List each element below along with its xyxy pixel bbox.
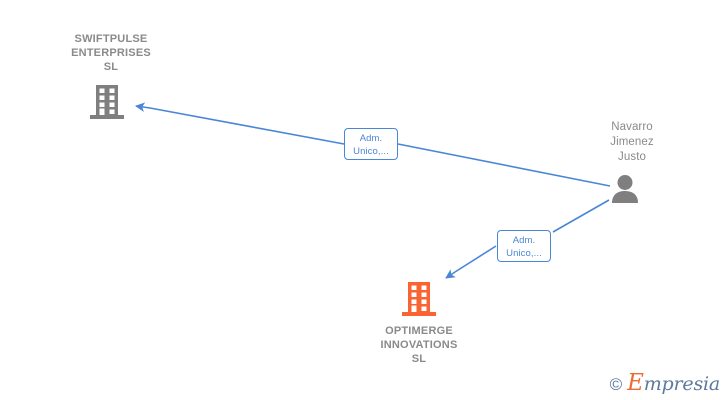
node-label-swiftpulse: SWIFTPULSE ENTERPRISES SL: [71, 33, 151, 73]
empresia-watermark: © Empresia: [609, 372, 721, 395]
edge-person-to-optimerge[interactable]: [445, 199, 610, 279]
person-icon: [612, 175, 638, 203]
node-label-optimerge: OPTIMERGE INNOVATIONS SL: [380, 325, 458, 365]
person-icon-navarro-jimenez-justo[interactable]: [609, 174, 641, 209]
building-icon: [402, 282, 436, 316]
edge-label-adm-unico-swiftpulse[interactable]: Adm. Unico,...: [344, 128, 398, 160]
brand-initial: E: [627, 370, 644, 396]
building-icon-optimerge[interactable]: [402, 281, 436, 322]
edge-person-to-swiftpulse[interactable]: [135, 102, 611, 187]
building-icon-swiftpulse[interactable]: [90, 84, 124, 125]
node-label-navarro-jimenez-justo: Navarro Jimenez Justo: [610, 121, 654, 163]
copyright-icon: ©: [609, 374, 623, 394]
brand-rest: mpresia: [643, 373, 720, 395]
building-icon: [90, 85, 124, 119]
edge-label-adm-unico-optimerge[interactable]: Adm. Unico,...: [497, 230, 551, 262]
brand-wordmark: Empresia: [627, 372, 720, 395]
